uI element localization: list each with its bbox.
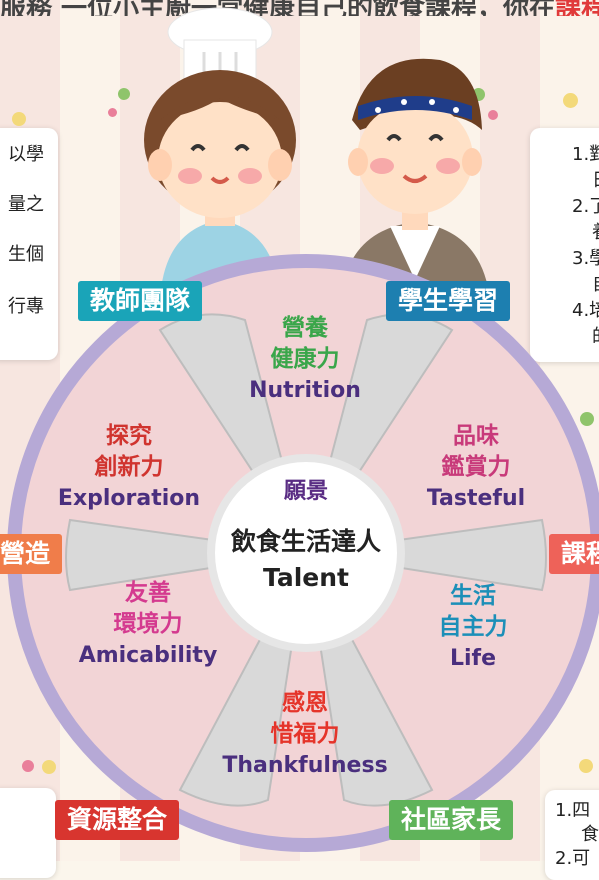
pillar-life-zh1: 生活 [450, 583, 496, 609]
decor-dot [118, 88, 130, 100]
pillar-nutrition-zh1: 營養 [282, 315, 328, 341]
pillar-thankfulness-zh1: 感恩 [282, 690, 328, 716]
leaf [65, 518, 307, 592]
label-student-learning: 學生學習 [386, 281, 511, 321]
pillar-exploration: 探究 創新力 Exploration [46, 421, 212, 514]
decor-dot [108, 108, 117, 117]
pillar-nutrition: 營養 健康力 Nutrition [225, 313, 385, 406]
pillar-nutrition-en: Nutrition [249, 378, 361, 403]
pillar-amicability-zh1: 友善 [125, 580, 171, 606]
right-box-line: 的 [592, 324, 599, 350]
decor-dot [488, 110, 498, 120]
pillar-tasteful-zh1: 品味 [453, 423, 499, 449]
pillar-exploration-en: Exploration [57, 486, 201, 511]
label-curriculum: 課程 [549, 534, 599, 574]
header-text: 服務 一位小主廚一堂健康自己的飲食課程，你在課程規劃 [0, 0, 599, 16]
leaf [305, 518, 547, 592]
bottom-right-box-line: 1.四 [555, 800, 591, 821]
decor-dot [22, 760, 34, 772]
left-box-line: 生個 [8, 244, 44, 265]
right-box-line: 自 [592, 272, 599, 298]
pillar-amicability: 友善 環境力 Amicability [68, 578, 228, 671]
header-text-red: 課程規劃 [555, 0, 599, 16]
pillar-nutrition-zh2: 健康力 [270, 346, 340, 372]
right-box-line: 養 [592, 220, 599, 246]
pillar-life: 生活 自主力 Life [400, 581, 546, 674]
left-box-line: 量之 [8, 194, 44, 215]
pillar-thankfulness-en: Thankfulness [222, 753, 388, 778]
center-plate [207, 454, 405, 652]
label-construction: 營造 [0, 534, 63, 574]
right-box-line: 2.了 [572, 196, 599, 217]
pillar-tasteful-zh2: 鑑賞力 [441, 454, 511, 480]
decor-dot [563, 93, 578, 108]
pillar-exploration-zh1: 探究 [106, 423, 152, 449]
decor-dot [580, 412, 594, 426]
right-box-line: 日 [592, 168, 599, 194]
decor-dot [12, 112, 26, 126]
vision-label: 願景 [283, 479, 328, 504]
pillar-amicability-en: Amicability [78, 643, 218, 668]
right-info-box: 1.對 日 2.了 養 3.學 自 4.培 的 [530, 128, 599, 362]
vision-wheel [7, 254, 599, 852]
pillar-exploration-zh2: 創新力 [94, 454, 164, 480]
left-info-box: 以學 量之 生個 行專 [0, 128, 58, 360]
label-community-parents: 社區家長 [389, 800, 514, 840]
pillar-life-zh2: 自主力 [438, 614, 508, 640]
right-box-line: 3.學 [572, 248, 599, 269]
left-box-line: 以學 [8, 144, 44, 165]
center-text: 願景 飲食生活達人 Talent [212, 478, 400, 598]
left-box-line: 行專 [8, 296, 44, 317]
center-title-zh: 飲食生活達人 [230, 527, 381, 556]
pillar-thankfulness: 感恩 惜福力 Thankfulness [200, 688, 410, 781]
decor-dot [579, 759, 593, 773]
pillar-tasteful: 品味 鑑賞力 Tasteful [396, 421, 556, 514]
label-teacher-team: 教師團隊 [78, 281, 203, 321]
pillar-life-en: Life [449, 646, 497, 671]
pillar-amicability-zh2: 環境力 [113, 611, 183, 637]
pillar-thankfulness-zh2: 惜福力 [270, 721, 340, 747]
bottom-right-box-line: 食 [581, 824, 599, 845]
label-resource-integration: 資源整合 [55, 800, 180, 840]
right-box-line: 1.對 [572, 144, 599, 165]
center-title-en: Talent [263, 563, 349, 592]
decor-dot [42, 760, 56, 774]
header-text-dark: 服務 一位小主廚一堂健康自己的飲食課程，你在 [0, 0, 556, 16]
right-box-line: 4.培 [572, 300, 599, 321]
pillar-tasteful-en: Tasteful [426, 486, 526, 511]
